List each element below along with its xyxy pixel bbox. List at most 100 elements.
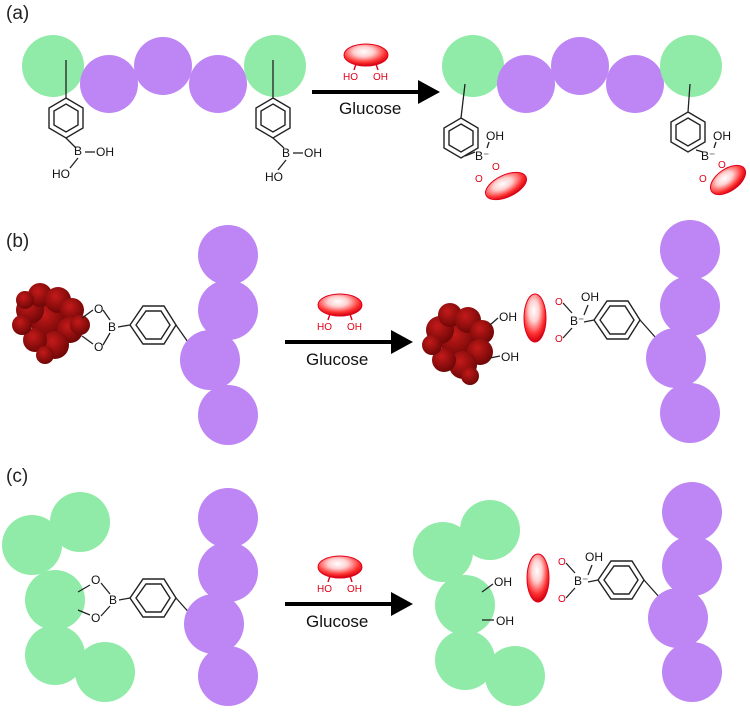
arrow-label-glucose: Glucose <box>339 99 401 118</box>
panel-c: (c) O O B <box>2 466 722 706</box>
ester-oxygen: O <box>555 297 563 308</box>
arrow-label-glucose: Glucose <box>306 350 368 369</box>
hydroxyl-label: OH <box>713 129 731 143</box>
monomer-purple <box>198 385 258 445</box>
panel-a: (a) B OH HO B O <box>6 3 747 201</box>
hydroxyl-label: OH <box>499 310 517 324</box>
panel-b-label: (b) <box>6 231 29 252</box>
boronate-ester-icon: O O B <box>81 302 191 354</box>
glucose-hydroxyl: HO <box>317 322 332 333</box>
boron-anion: B⁻ <box>475 149 489 163</box>
boronate-ester-icon: B⁻ OH O O <box>670 83 747 196</box>
protein-icon <box>12 283 90 364</box>
ester-oxygen: O <box>475 174 483 185</box>
phenylboronic-acid-icon: B OH HO <box>48 60 114 181</box>
monomer-green <box>25 570 85 630</box>
ester-oxygen: O <box>91 611 100 625</box>
boronate-ester-icon: B⁻ OH O O <box>443 83 527 201</box>
boronate-ester-icon: O O B⁻ OH <box>523 290 657 345</box>
ester-oxygen: O <box>718 160 726 171</box>
monomer-green <box>660 35 722 97</box>
monomer-purple <box>660 276 720 336</box>
monomer-purple <box>80 55 138 113</box>
ester-oxygen: O <box>91 573 100 587</box>
boron-atom: B <box>74 144 82 158</box>
ester-oxygen: O <box>94 302 103 316</box>
hydroxyl-label: OH <box>486 129 504 143</box>
monomer-purple <box>648 588 708 648</box>
polymer-chain-c-green-left <box>2 492 135 702</box>
boron-anion: B⁻ <box>701 149 715 163</box>
ester-oxygen: O <box>699 174 707 185</box>
boron-anion: B⁻ <box>570 314 584 328</box>
monomer-green <box>22 35 84 97</box>
panel-a-label: (a) <box>6 3 29 24</box>
glucose-icon: HO OH <box>343 43 389 83</box>
monomer-green <box>435 630 495 690</box>
monomer-purple <box>662 482 722 542</box>
protein-icon <box>422 303 494 385</box>
monomer-purple <box>198 488 258 548</box>
monomer-purple <box>660 383 720 443</box>
monomer-purple <box>660 220 720 280</box>
hydroxyl-label: HO <box>52 167 70 181</box>
monomer-green <box>485 646 545 706</box>
ester-oxygen: O <box>558 594 566 605</box>
monomer-purple <box>662 536 722 596</box>
phenylboronic-acid-icon: B OH HO <box>255 60 322 184</box>
monomer-green <box>413 522 473 582</box>
glucose-hydroxyl: OH <box>347 584 362 595</box>
hydroxyl-label: OH <box>581 290 599 304</box>
polymer-chain-c-purple-right <box>648 482 722 702</box>
monomer-green <box>25 625 85 685</box>
boronate-ester-icon: O O B⁻ OH <box>526 550 661 605</box>
polymer-chain-a-left <box>22 35 306 113</box>
hydroxyl-label: OH <box>585 550 603 564</box>
monomer-purple <box>198 646 258 706</box>
ester-oxygen: O <box>558 557 566 568</box>
panel-b: (b) O O B <box>6 220 720 445</box>
boron-atom: B <box>108 320 116 334</box>
monomer-green <box>50 492 110 552</box>
hydroxyl-label: OH <box>96 145 114 159</box>
boron-anion: B⁻ <box>574 574 588 588</box>
boron-atom: B <box>282 146 290 160</box>
monomer-purple <box>662 642 722 702</box>
hydroxyl-label: OH <box>494 575 512 589</box>
monomer-purple <box>551 37 609 95</box>
monomer-green <box>2 515 62 575</box>
monomer-purple <box>198 280 258 340</box>
boronate-ester-icon: O O B <box>77 573 193 625</box>
monomer-purple <box>184 594 244 654</box>
hydroxyl-label: OH <box>496 614 514 628</box>
arrow-label-glucose: Glucose <box>306 612 368 631</box>
monomer-purple <box>497 55 555 113</box>
polymer-chain-b-left <box>180 225 258 445</box>
panel-c-label: (c) <box>6 466 28 487</box>
reaction-arrow-icon <box>285 330 413 354</box>
glucose-hydroxyl: OH <box>373 72 388 83</box>
polymer-chain-a-right <box>442 35 722 113</box>
hydroxyl-label: OH <box>304 146 322 160</box>
monomer-green <box>244 35 306 97</box>
ester-oxygen: O <box>555 334 563 345</box>
monomer-purple <box>198 542 258 602</box>
monomer-purple <box>646 328 706 388</box>
reaction-arrow-icon <box>285 592 413 616</box>
glucose-hydroxyl: HO <box>343 72 358 83</box>
ester-oxygen: O <box>94 340 103 354</box>
hydroxyl-label: HO <box>265 170 283 184</box>
polymer-chain-c-purple-left <box>184 488 258 706</box>
monomer-purple <box>606 55 664 113</box>
glucose-hydroxyl: OH <box>347 322 362 333</box>
glucose-hydroxyl: HO <box>317 584 332 595</box>
monomer-purple <box>180 330 240 390</box>
ester-oxygen: O <box>492 162 500 173</box>
glucose-icon: HO OH <box>317 293 363 333</box>
monomer-purple <box>198 225 258 285</box>
polymer-chain-c-green-right <box>413 500 545 706</box>
glucose-icon: HO OH <box>317 555 363 595</box>
monomer-green <box>435 575 495 635</box>
